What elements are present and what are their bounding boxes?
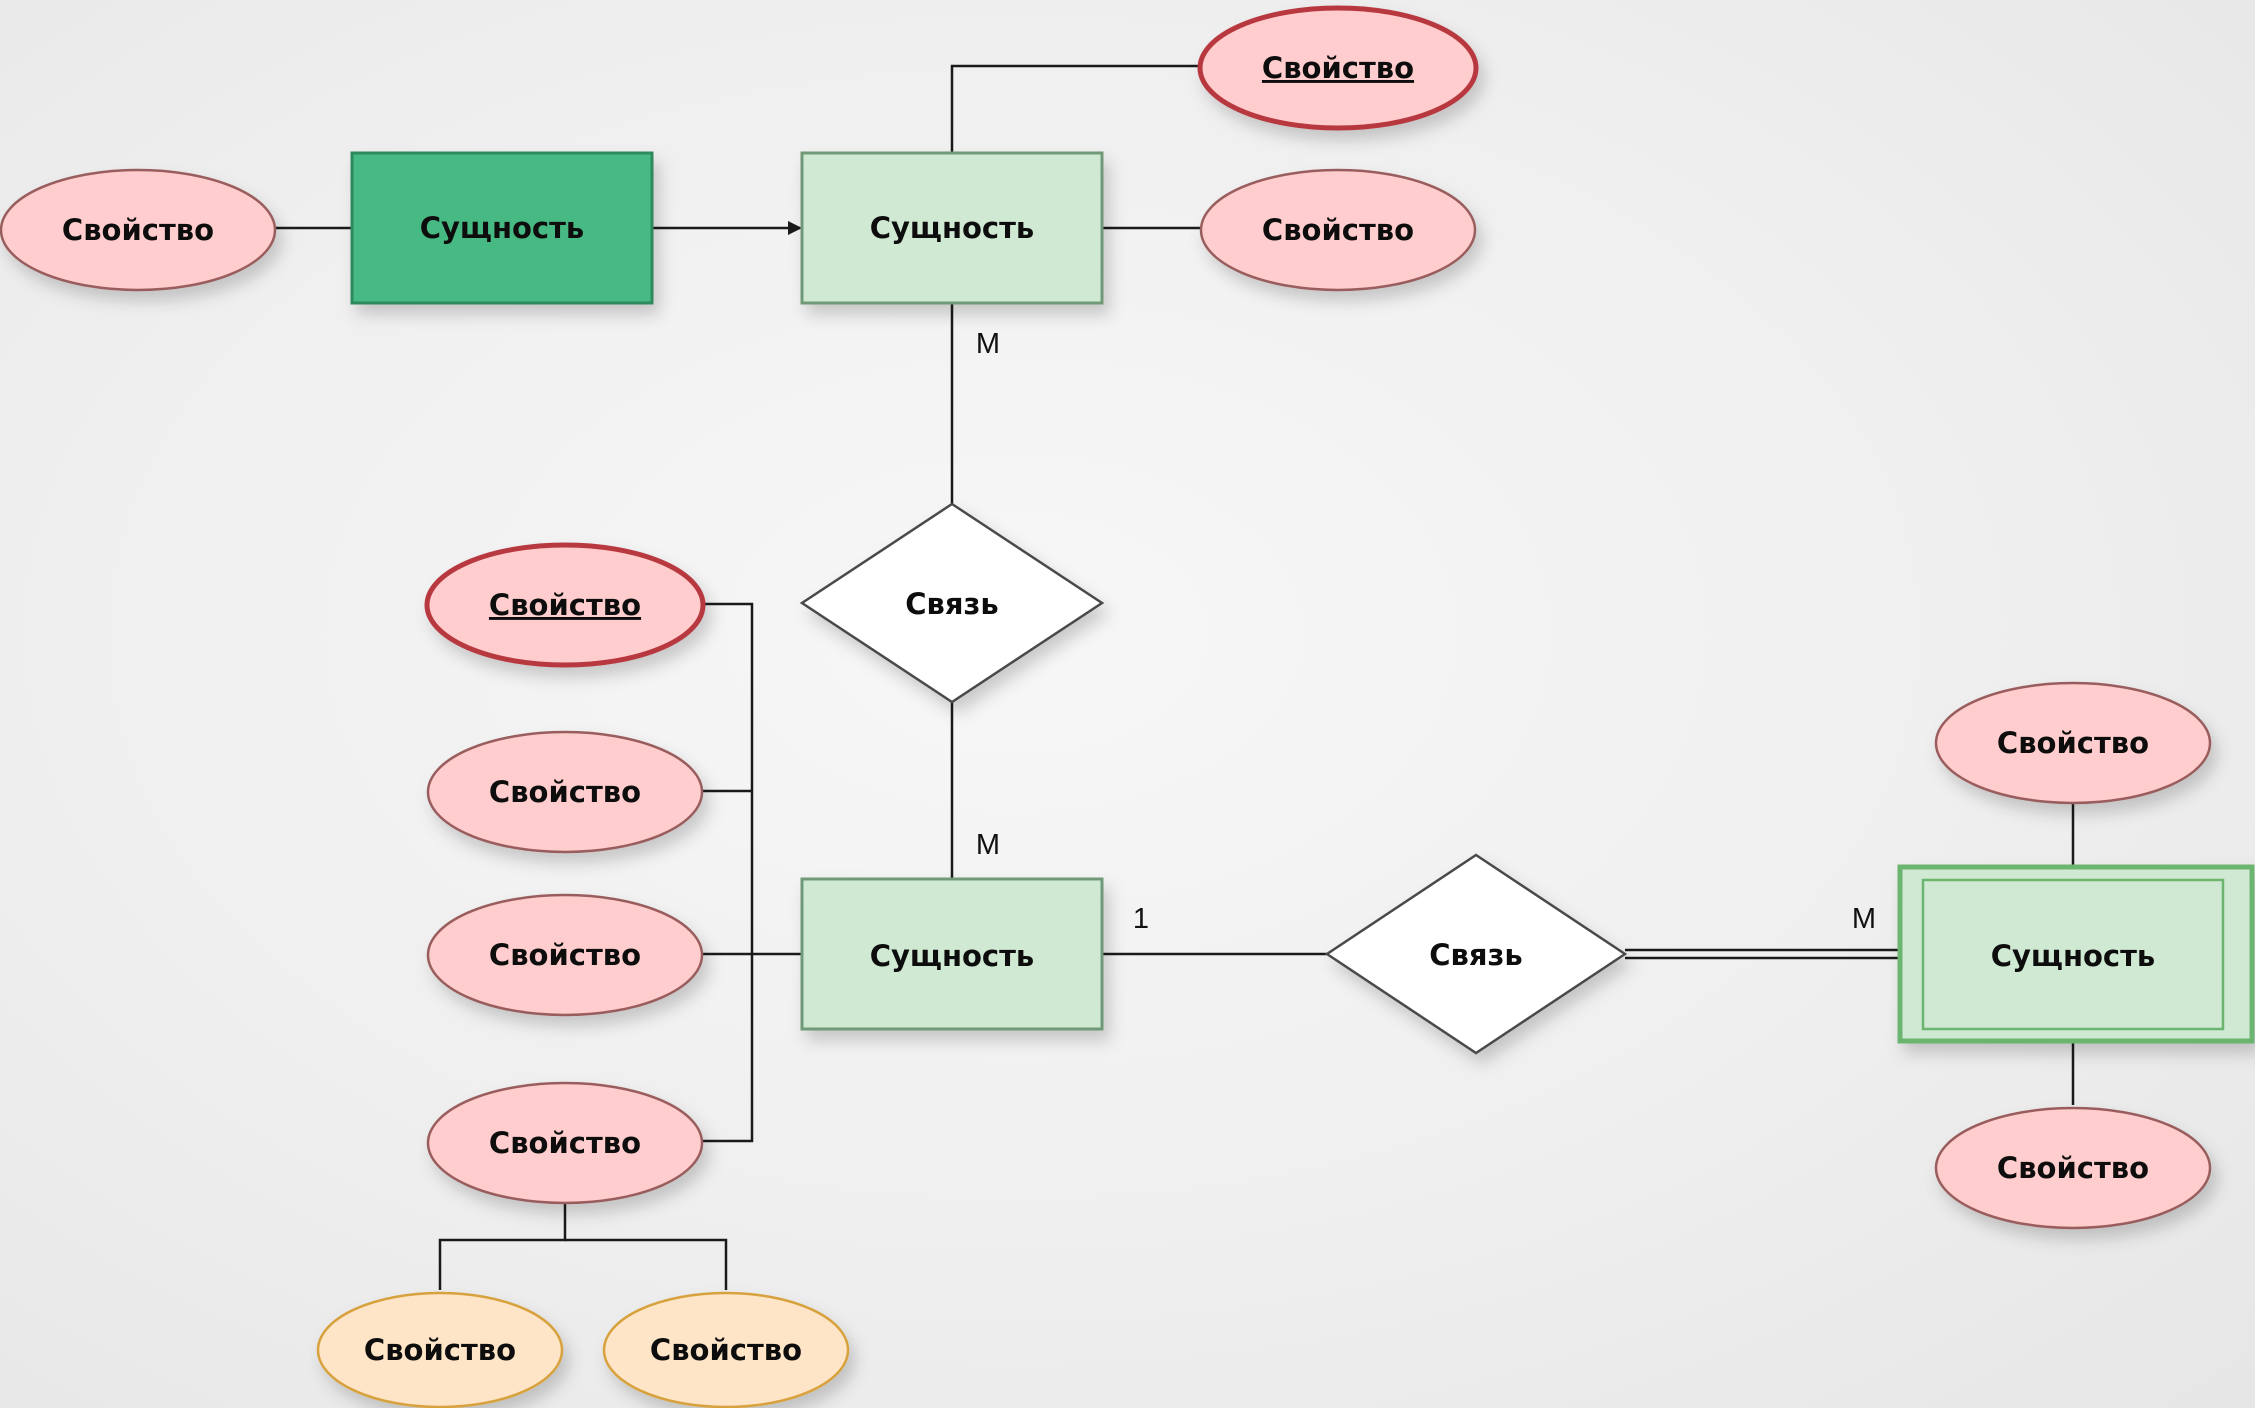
sub-attribute-label: Свойство <box>650 1333 802 1367</box>
line-entity2-attr2 <box>950 64 1202 152</box>
attribute-ellipse[interactable]: Свойство <box>1199 168 1477 292</box>
attribute-ellipse[interactable]: Свойство <box>426 730 704 854</box>
attribute-ellipse[interactable]: Свойство <box>426 893 704 1017</box>
relationship-label: Связь <box>905 587 998 621</box>
key-attribute-ellipse[interactable]: Свойство <box>424 542 706 668</box>
line-subattr-right <box>565 1238 728 1290</box>
entity-label: Сущность <box>870 939 1035 973</box>
attribute-label: Свойство <box>1262 213 1414 247</box>
sub-attribute-ellipse[interactable]: Свойство <box>602 1291 850 1408</box>
key-attribute-label: Свойство <box>489 588 641 622</box>
attribute-label: Свойство <box>489 1126 641 1160</box>
sub-attribute-ellipse[interactable]: Свойство <box>316 1291 564 1408</box>
cardinality-label: 1 <box>1133 903 1149 935</box>
attribute-label: Свойство <box>489 938 641 972</box>
connector-lines <box>275 64 2075 1290</box>
attribute-ellipse[interactable]: Свойство <box>1934 1106 2212 1230</box>
cardinality-label: M <box>976 328 1000 360</box>
relationship-label: Связь <box>1429 938 1522 972</box>
attribute-ellipse[interactable]: Свойство <box>0 168 277 292</box>
attribute-label: Свойство <box>489 775 641 809</box>
sub-attribute-label: Свойство <box>364 1333 516 1367</box>
key-attribute-ellipse[interactable]: Свойство <box>1197 5 1479 131</box>
composite-attribute-ellipse[interactable]: Свойство <box>426 1081 704 1205</box>
line-attr7-subattrs <box>438 1203 567 1290</box>
attribute-label: Свойство <box>1997 1151 2149 1185</box>
relationship-diamond-right[interactable]: Связь <box>1324 853 1628 1055</box>
attribute-label: Свойство <box>62 213 214 247</box>
key-attribute-label: Свойство <box>1262 51 1414 85</box>
line-attr4-bus <box>702 602 754 1143</box>
relationship-diamond-top[interactable]: Связь <box>799 502 1105 704</box>
entity-label: Сущность <box>420 211 585 245</box>
strong-entity[interactable]: Сущность <box>350 151 654 305</box>
entity-box-top[interactable]: Сущность <box>800 151 1104 305</box>
attribute-label: Свойство <box>1997 726 2149 760</box>
cardinality-label: M <box>976 829 1000 861</box>
entity-box-middle[interactable]: Сущность <box>800 877 1104 1031</box>
entity-label: Сущность <box>1991 939 2156 973</box>
weak-entity[interactable]: Сущность <box>1897 864 2255 1044</box>
attribute-ellipse[interactable]: Свойство <box>1934 681 2212 805</box>
cardinality-label: M <box>1852 903 1876 935</box>
entity-label: Сущность <box>870 211 1035 245</box>
